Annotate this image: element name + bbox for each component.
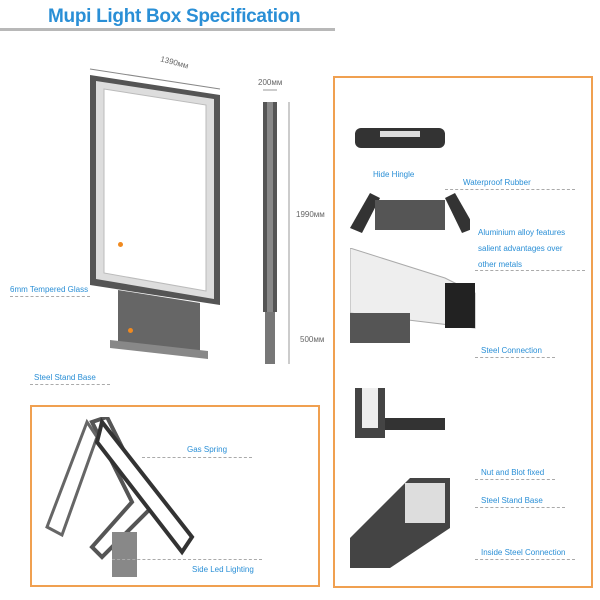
lightbox-front-drawing bbox=[89, 68, 221, 359]
detail-panel: Hide Hingle Waterproof Rubber Aluminium … bbox=[333, 76, 593, 588]
aluminium-line: salient advantages over bbox=[478, 244, 563, 253]
depth-dimension: 200мм bbox=[258, 78, 283, 87]
glass-label: 6mm Tempered Glass bbox=[10, 285, 89, 294]
rubber-label: Waterproof Rubber bbox=[463, 178, 531, 187]
glass-marker bbox=[118, 242, 123, 247]
page-title: Mupi Light Box Specification bbox=[48, 6, 301, 27]
corner-profile-drawing bbox=[350, 248, 476, 343]
leader-line bbox=[30, 384, 110, 385]
base-joint-drawing bbox=[355, 388, 445, 438]
base-dimension: 500мм bbox=[300, 335, 325, 344]
aluminium-line: Aluminium alloy features bbox=[478, 228, 566, 237]
height-dimension: 1990мм bbox=[296, 210, 325, 219]
stand-detail-label: Steel Stand Base bbox=[481, 496, 543, 505]
title-rule bbox=[0, 28, 335, 31]
open-box-drawing bbox=[45, 417, 195, 577]
leader-line bbox=[475, 270, 585, 271]
stand-label: Steel Stand Base bbox=[34, 373, 96, 382]
leader-line bbox=[475, 357, 555, 358]
leader-line bbox=[142, 457, 252, 458]
hinge-label: Hide Hingle bbox=[373, 170, 415, 179]
aluminium-line: other metals bbox=[478, 260, 523, 269]
inside-connection-drawing bbox=[350, 478, 450, 568]
stand-marker bbox=[128, 328, 133, 333]
leader-line bbox=[475, 479, 555, 480]
nut-label: Nut and Blot fixed bbox=[481, 468, 545, 477]
open-box-panel: Gas Spring Side Led Lighting bbox=[30, 405, 320, 587]
aluminium-label: Aluminium alloy features salient advanta… bbox=[478, 225, 565, 273]
leader-line bbox=[475, 507, 565, 508]
steel-connection-label: Steel Connection bbox=[481, 346, 542, 355]
gas-spring-label: Gas Spring bbox=[187, 445, 228, 454]
lightbox-side-drawing bbox=[263, 89, 290, 364]
top-profile-drawing bbox=[355, 128, 445, 148]
hinge-drawing bbox=[350, 193, 470, 233]
leader-line bbox=[112, 559, 262, 560]
leader-line bbox=[475, 559, 575, 560]
leader-line bbox=[445, 189, 575, 190]
leader-line bbox=[10, 296, 90, 297]
inside-connection-label: Inside Steel Connection bbox=[481, 548, 566, 557]
led-label: Side Led Lighting bbox=[192, 565, 254, 574]
